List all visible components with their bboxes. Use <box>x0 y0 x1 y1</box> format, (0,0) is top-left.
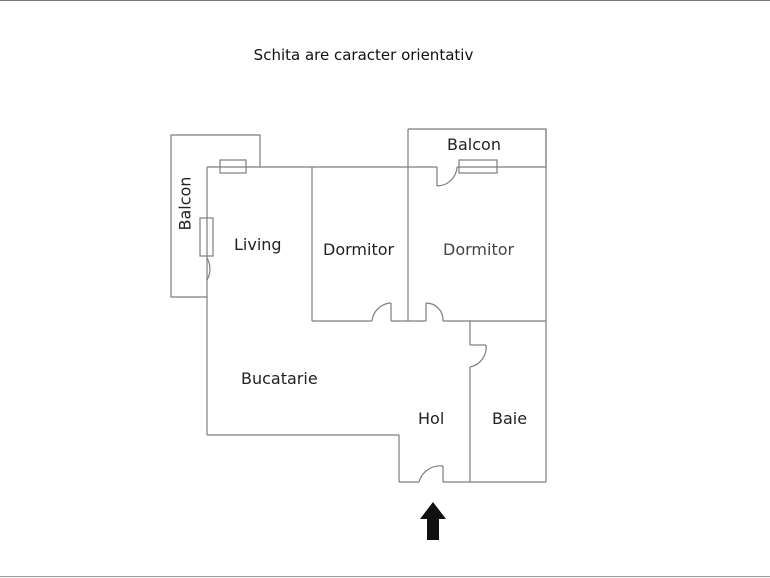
room-label-hol: Hol <box>418 409 445 428</box>
bottom-border <box>0 576 770 577</box>
room-label-baie: Baie <box>492 409 528 428</box>
room-label-balcon-left: Balcon <box>175 176 195 231</box>
arrow-up-icon <box>420 502 446 540</box>
room-label-dormitor-1: Dormitor <box>323 240 395 259</box>
page-title: Schita are caracter orientativ <box>253 46 474 64</box>
room-label-living: Living <box>234 235 282 254</box>
room-label-bucatarie: Bucatarie <box>241 369 318 388</box>
room-label-balcon-top: Balcon <box>447 135 501 154</box>
room-label-dormitor-2: Dormitor <box>443 240 515 259</box>
balcony-left-outline <box>170 134 261 298</box>
top-border <box>0 0 770 1</box>
